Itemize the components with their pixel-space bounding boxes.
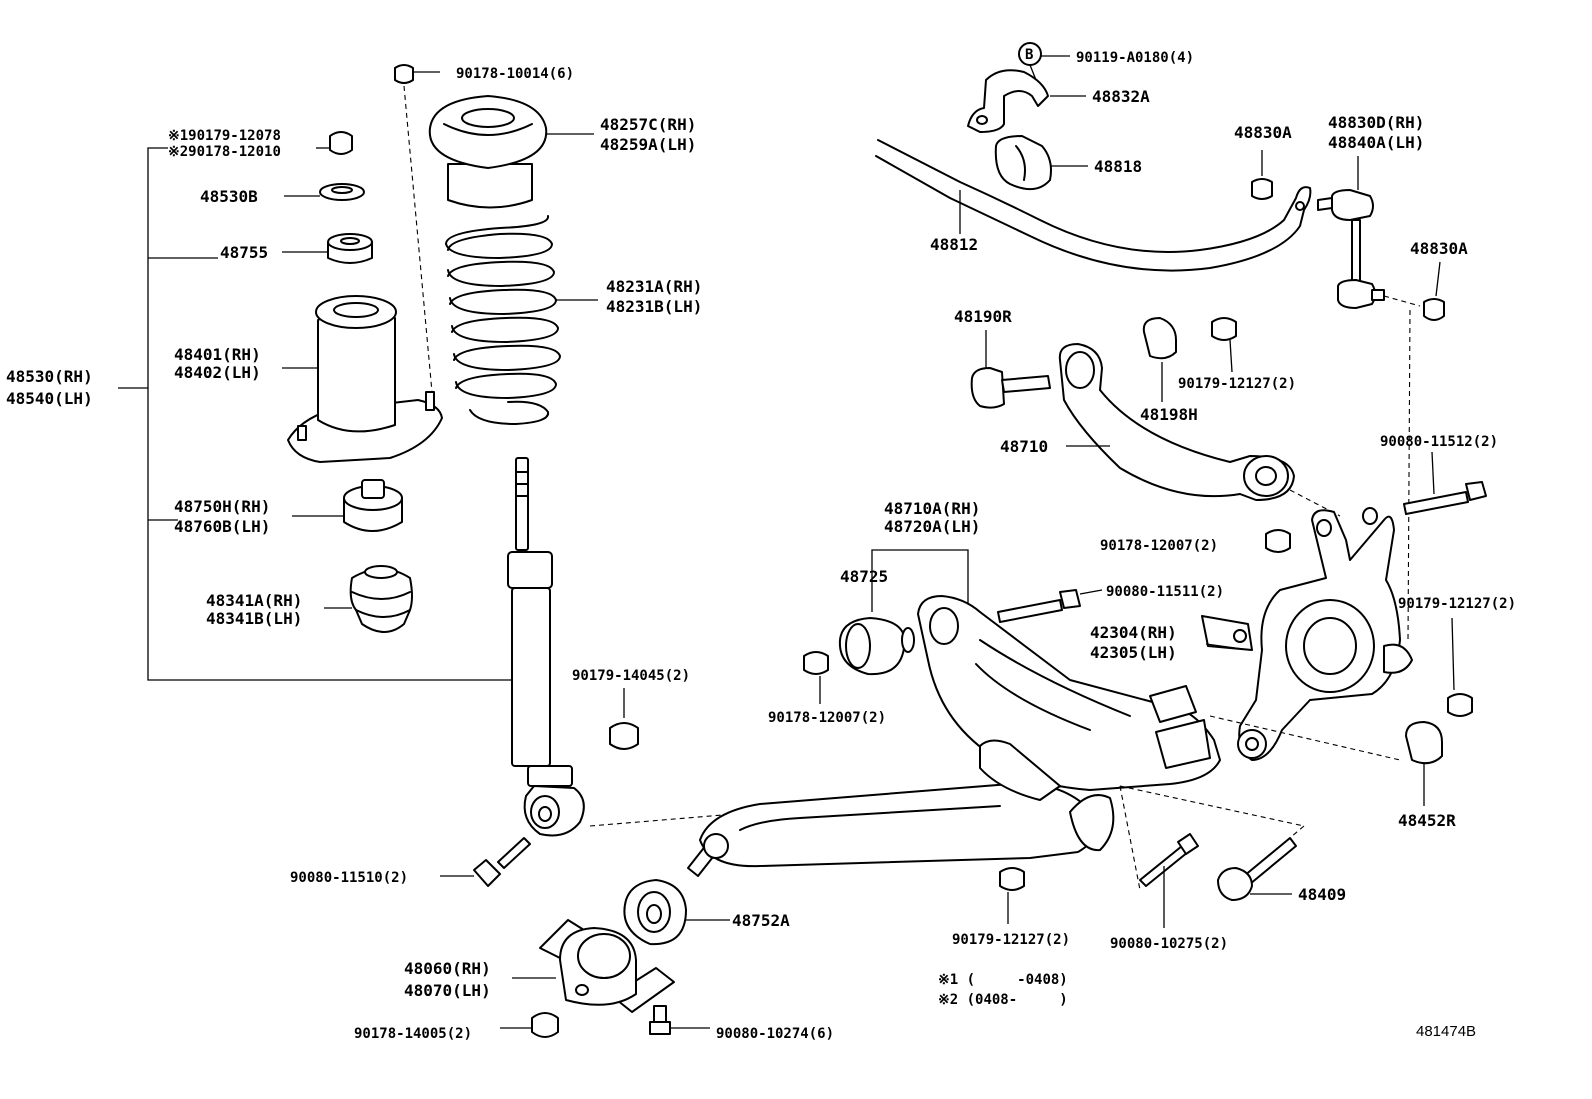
lower-arm-bolt-icon xyxy=(1139,833,1199,928)
reference-b-icon xyxy=(1018,42,1070,91)
lower-arm-bushing-icon xyxy=(623,879,730,946)
label-90178-14005: 90178-14005(2) xyxy=(354,1026,472,1042)
label-48830a-upper: 48830A xyxy=(1234,123,1292,142)
label-48190r: 48190R xyxy=(954,307,1012,326)
label-90179-14045: 90179-14045(2) xyxy=(572,668,690,684)
label-90080-11511: 90080-11511(2) xyxy=(1106,584,1224,600)
label-90080-11512: 90080-11512(2) xyxy=(1380,434,1498,450)
knuckle-bushing-icon xyxy=(1405,721,1443,806)
label-42304: 42304(RH) xyxy=(1090,623,1177,642)
label-48830d: 48830D(RH) xyxy=(1328,113,1424,132)
lower-bolt-group-bracket xyxy=(1119,785,1305,891)
label-90179-12127-right: 90179-12127(2) xyxy=(1398,596,1516,612)
label-note2-nut: ※290178-12010 xyxy=(168,144,281,160)
label-90080-11510: 90080-11510(2) xyxy=(290,870,408,886)
label-48231b: 48231B(LH) xyxy=(606,297,702,316)
diagram-code: 481474B xyxy=(1416,1023,1476,1040)
label-48530b: 48530B xyxy=(200,187,258,206)
label-48060: 48060(RH) xyxy=(404,959,491,978)
label-48818: 48818 xyxy=(1094,157,1142,176)
label-48760b: 48760B(LH) xyxy=(174,517,270,536)
upper-arm-assembly-icon xyxy=(917,595,1221,801)
label-48259a: 48259A(LH) xyxy=(600,135,696,154)
label-48257c: 48257C(RH) xyxy=(600,115,696,134)
label-48750h: 48750H(RH) xyxy=(174,497,270,516)
label-48755: 48755 xyxy=(220,243,268,262)
label-42305: 42305(LH) xyxy=(1090,643,1177,662)
mount-nut-icon xyxy=(500,1012,559,1038)
differential-mount-icon xyxy=(512,919,675,1013)
label-48812: 48812 xyxy=(930,235,978,254)
label-note1: ※1 ( -0408) xyxy=(938,972,1068,988)
label-48341b: 48341B(LH) xyxy=(206,609,302,628)
label-48401: 48401(RH) xyxy=(174,345,261,364)
stabilizer-bushing-icon xyxy=(994,135,1088,191)
label-48725: 48725 xyxy=(840,567,888,586)
label-note2: ※2 (0408- ) xyxy=(938,992,1068,1008)
cam-bolt-icon xyxy=(1217,837,1297,901)
coil-spring-icon xyxy=(445,215,598,425)
arm-bushing-icon xyxy=(838,617,915,676)
stabilizer-bar-icon xyxy=(875,139,1312,272)
stabilizer-bracket-icon xyxy=(967,69,1086,133)
label-48830a-lower: 48830A xyxy=(1410,239,1468,258)
arm-long-bolt-icon xyxy=(1403,451,1487,515)
label-90178-12007-upper: 90178-12007(2) xyxy=(1100,538,1218,554)
label-48710a: 48710A(RH) xyxy=(884,499,980,518)
label-note1-nut: ※190179-12078 xyxy=(168,128,281,144)
label-48752a: 48752A xyxy=(732,911,790,930)
link-nut-upper-icon xyxy=(1251,150,1273,200)
arm-nut-icon xyxy=(803,651,829,704)
shock-absorber-icon xyxy=(507,457,585,837)
upper-arm-assembly-bracket xyxy=(871,549,969,612)
label-90080-10275: 90080-10275(2) xyxy=(1110,936,1228,952)
spacer-icon xyxy=(282,233,373,264)
label-90178-12007-lower: 90178-12007(2) xyxy=(768,710,886,726)
label-48402: 48402(LH) xyxy=(174,363,261,382)
label-48341a: 48341A(RH) xyxy=(206,591,302,610)
arm-upper-nut-icon xyxy=(1211,317,1237,373)
label-90179-12127-bottom: 90179-12127(2) xyxy=(952,932,1070,948)
upper-control-arm-icon xyxy=(1058,343,1341,517)
lower-arm-nut-icon xyxy=(999,867,1025,924)
label-48832a: 48832A xyxy=(1092,87,1150,106)
label-90119: 90119-A0180(4) xyxy=(1076,50,1194,66)
arm-bolt-icon xyxy=(997,589,1103,623)
label-48710: 48710 xyxy=(1000,437,1048,456)
mount-bolt-icon xyxy=(649,1005,710,1035)
label-reference-b: B xyxy=(1025,47,1033,63)
strut-nut-icon xyxy=(316,131,353,155)
link-nut-lower-icon xyxy=(1423,261,1445,321)
bound-stopper-icon xyxy=(292,479,403,532)
knuckle-side-nut-icon xyxy=(1447,617,1473,717)
knuckle-nut-icon xyxy=(1265,529,1291,553)
label-48198h: 48198H xyxy=(1140,405,1198,424)
strut-assembly-bracket xyxy=(118,147,520,681)
washer-icon xyxy=(284,183,365,201)
label-48540: 48540(LH) xyxy=(6,389,93,408)
dust-boot-icon xyxy=(324,565,413,633)
label-90080-10274: 90080-10274(6) xyxy=(716,1026,834,1042)
suspension-support-icon xyxy=(282,295,443,463)
label-48409: 48409 xyxy=(1298,885,1346,904)
label-48231a: 48231A(RH) xyxy=(606,277,702,296)
label-48720a: 48720A(LH) xyxy=(884,517,980,536)
label-90178-10014: 90178-10014(6) xyxy=(456,66,574,82)
upper-nut-icon xyxy=(394,64,440,393)
toe-adjust-bolt-icon xyxy=(970,330,1051,409)
label-48452r: 48452R xyxy=(1398,811,1456,830)
shock-lower-nut-icon xyxy=(609,688,639,750)
rear-axle-carrier-icon xyxy=(1201,507,1413,761)
cushion-icon xyxy=(1142,317,1177,402)
label-48840a: 48840A(LH) xyxy=(1328,133,1424,152)
label-48070: 48070(LH) xyxy=(404,981,491,1000)
label-48530: 48530(RH) xyxy=(6,367,93,386)
spring-upper-seat-icon xyxy=(428,95,594,209)
stabilizer-link-icon xyxy=(1317,156,1421,641)
label-90179-12127-top: 90179-12127(2) xyxy=(1178,376,1296,392)
rear-lower-arm-icon xyxy=(687,782,1115,877)
